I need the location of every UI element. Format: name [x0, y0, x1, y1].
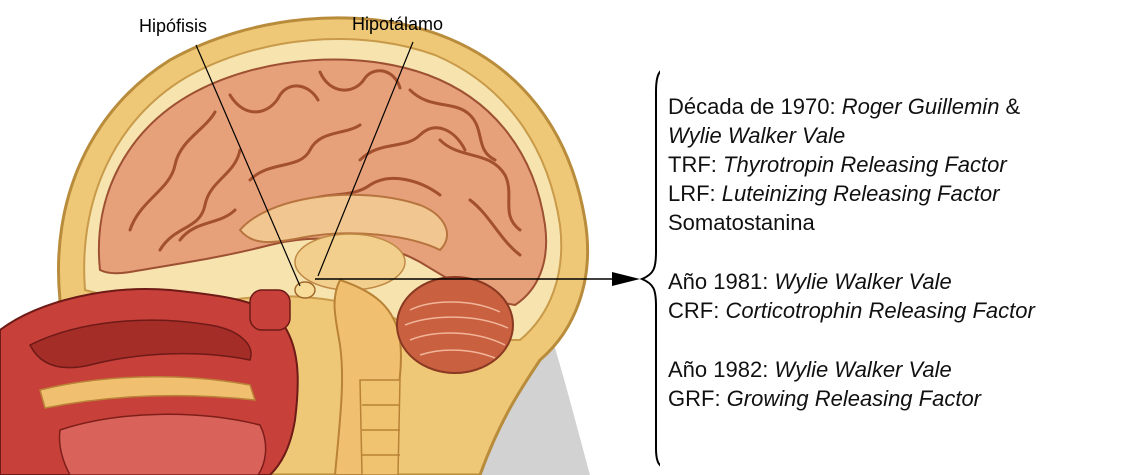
- vale-name: Wylie Walker Vale: [668, 123, 845, 148]
- crf-line: CRF: Corticotrophin Releasing Factor: [668, 296, 1035, 325]
- group1-line2: Wylie Walker Vale: [668, 121, 1035, 150]
- lrf-abbr: LRF:: [668, 181, 722, 206]
- sphenoid-sinus: [250, 290, 290, 330]
- head-sagittal-illustration: [0, 0, 660, 475]
- group1-date: Década de 1970:: [668, 94, 842, 119]
- grf-line: GRF: Growing Releasing Factor: [668, 384, 1035, 413]
- group3-year: Año 1982:: [668, 357, 774, 382]
- crf-full: Corticotrophin Releasing Factor: [725, 298, 1034, 323]
- crf-abbr: CRF:: [668, 298, 725, 323]
- spacer: [668, 237, 1035, 267]
- somatostatin-text: Somatostanina: [668, 210, 815, 235]
- trf-abbr: TRF:: [668, 152, 723, 177]
- lrf-line: LRF: Luteinizing Releasing Factor: [668, 179, 1035, 208]
- somatostatin-line: Somatostanina: [668, 208, 1035, 237]
- spacer: [668, 325, 1035, 355]
- group2-year: Año 1981:: [668, 269, 774, 294]
- hormone-discovery-list: Década de 1970: Roger Guillemin & Wylie …: [668, 92, 1035, 413]
- pituitary-gland: [295, 282, 315, 298]
- group3-line1: Año 1982: Wylie Walker Vale: [668, 355, 1035, 384]
- group2-vale-name: Wylie Walker Vale: [774, 269, 951, 294]
- cervical-spine: [360, 380, 400, 475]
- pointer-arrow-head: [612, 272, 640, 286]
- grf-abbr: GRF:: [668, 386, 727, 411]
- brace: [642, 66, 660, 470]
- thalamus: [295, 234, 405, 290]
- group3-vale-name: Wylie Walker Vale: [774, 357, 951, 382]
- lrf-full: Luteinizing Releasing Factor: [722, 181, 1000, 206]
- oral-cavity: [59, 414, 265, 475]
- guillemin-name: Roger Guillemin: [842, 94, 1000, 119]
- hipofisis-label: Hipófisis: [139, 16, 207, 37]
- cerebellum: [397, 277, 513, 373]
- trf-full: Thyrotropin Releasing Factor: [723, 152, 1007, 177]
- hipotalamo-label: Hipotálamo: [352, 14, 443, 35]
- grf-full: Growing Releasing Factor: [727, 386, 981, 411]
- ampersand: &: [999, 94, 1020, 119]
- group2-line1: Año 1981: Wylie Walker Vale: [668, 267, 1035, 296]
- trf-line: TRF: Thyrotropin Releasing Factor: [668, 150, 1035, 179]
- group1-line1: Década de 1970: Roger Guillemin &: [668, 92, 1035, 121]
